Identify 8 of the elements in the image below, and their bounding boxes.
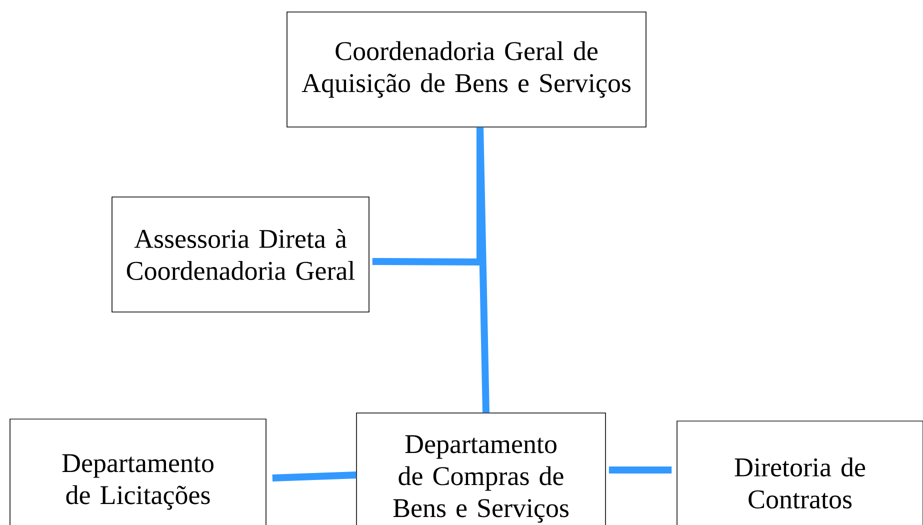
- org-box: Departamento de Licitações: [10, 418, 266, 525]
- org-box: Assessoria Direta à Coordenadoria Geral: [112, 196, 370, 312]
- connector-line: [608, 466, 672, 474]
- connector-line: [272, 472, 356, 482]
- org-box: Departamento de Compras de Bens e Serviços: [356, 412, 606, 525]
- org-box: Coordenadoria Geral de Aquisição de Bens e Serviços: [286, 12, 646, 128]
- connector-line: [372, 127, 484, 266]
- org-box: Diretoria de Contratos: [676, 420, 923, 525]
